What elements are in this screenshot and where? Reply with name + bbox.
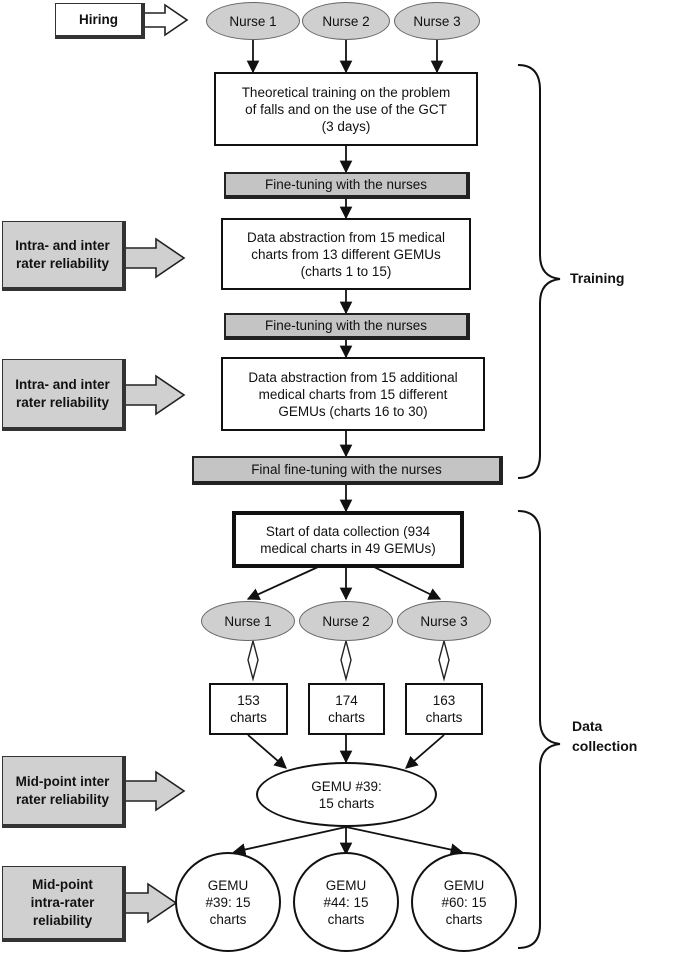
reliability-label-1: Intra- and inter rater reliability (2, 221, 126, 291)
training-phase-label: Training (570, 270, 625, 286)
hiring-label: Hiring (79, 12, 118, 27)
arrow-gemu39-to-final1 (232, 826, 347, 856)
diamond-arrow-1 (247, 638, 259, 682)
final-gemu-1-text: GEMU #39: 15 charts (205, 877, 251, 927)
arrow-charts3-to-gemu39 (405, 734, 445, 769)
top-nurse-1-label: Nurse 1 (229, 13, 277, 29)
hollow-arrow-midpoint-intra (123, 882, 178, 924)
arrow-charts1-to-gemu39 (247, 734, 287, 769)
fine-tuning-2-text: Fine-tuning with the nurses (264, 318, 428, 333)
data-collection-brace (517, 510, 561, 949)
final-gemu-circle-1: GEMU #39: 15 charts (175, 852, 281, 952)
data-abstraction-box-2: Data abstraction from 15 additional medi… (221, 357, 485, 431)
reliability-label-2: Intra- and inter rater reliability (2, 359, 126, 431)
bottom-nurse-1: Nurse 1 (201, 601, 295, 641)
data-collection-phase-label: Data collection (572, 718, 638, 754)
fine-tuning-bar-2: Fine-tuning with the nurses (224, 313, 470, 340)
bottom-nurse-3: Nurse 3 (397, 601, 491, 641)
start-data-collection-text: Start of data collection (934 medical ch… (260, 523, 436, 556)
charts-count-1-text: 153 charts (230, 693, 267, 725)
charts-count-box-3: 163 charts (405, 683, 483, 735)
fine-tuning-bar-1: Fine-tuning with the nurses (224, 172, 470, 199)
bottom-nurse-3-label: Nurse 3 (420, 613, 468, 629)
data-abstraction-2-text: Data abstraction from 15 additional medi… (248, 369, 458, 419)
fine-tuning-1-text: Fine-tuning with the nurses (264, 177, 428, 192)
top-nurse-3-label: Nurse 3 (413, 13, 461, 29)
charts-count-2-text: 174 charts (328, 693, 365, 725)
bottom-nurse-2: Nurse 2 (299, 601, 393, 641)
arrow-gemu39-to-final3 (345, 826, 464, 856)
hollow-arrow-reliability-2 (123, 374, 186, 416)
midpoint-intra-text: Mid-point intra-rater reliability (30, 876, 95, 928)
charts-count-box-1: 153 charts (209, 683, 288, 735)
gemu-39-text: GEMU #39: 15 charts (311, 778, 382, 811)
top-nurse-1: Nurse 1 (206, 2, 300, 40)
theoretical-training-box: Theoretical training on the problem of f… (214, 72, 478, 146)
arrow-start-to-nurse1 (246, 566, 319, 601)
data-abstraction-box-1: Data abstraction from 15 medical charts … (221, 218, 471, 290)
top-nurse-3: Nurse 3 (394, 2, 480, 40)
diamond-arrow-2 (340, 638, 352, 682)
final-gemu-2-text: GEMU #44: 15 charts (323, 877, 369, 927)
gemu-39-oval: GEMU #39: 15 charts (256, 762, 437, 827)
theoretical-training-text: Theoretical training on the problem of f… (241, 84, 451, 134)
charts-count-3-text: 163 charts (425, 693, 463, 725)
hiring-box: Hiring (55, 3, 145, 39)
start-data-collection-box: Start of data collection (934 medical ch… (232, 511, 464, 568)
final-fine-tuning-text: Final fine-tuning with the nurses (251, 462, 442, 477)
top-nurse-2-label: Nurse 2 (322, 13, 370, 29)
arrow-start-to-nurse3 (373, 566, 442, 600)
diamond-arrow-3 (438, 638, 450, 682)
reliability-2-text: Intra- and inter rater reliability (15, 376, 110, 410)
bottom-nurse-1-label: Nurse 1 (224, 613, 272, 629)
bottom-nurse-2-label: Nurse 2 (322, 613, 370, 629)
reliability-1-text: Intra- and inter rater reliability (15, 237, 110, 271)
final-gemu-3-text: GEMU #60: 15 charts (441, 877, 487, 927)
final-fine-tuning-bar: Final fine-tuning with the nurses (192, 456, 503, 485)
final-gemu-circle-2: GEMU #44: 15 charts (293, 852, 399, 952)
charts-count-box-2: 174 charts (308, 683, 385, 735)
midpoint-inter-text: Mid-point inter rater reliability (15, 773, 110, 807)
hollow-arrow-midpoint-inter (123, 770, 186, 812)
top-nurse-2: Nurse 2 (302, 2, 390, 40)
final-gemu-circle-3: GEMU #60: 15 charts (411, 852, 517, 952)
midpoint-inter-label: Mid-point inter rater reliability (2, 756, 126, 828)
hollow-arrow-hiring (142, 3, 189, 37)
midpoint-intra-label: Mid-point intra-rater reliability (2, 866, 126, 942)
training-brace (517, 64, 561, 479)
data-abstraction-1-text: Data abstraction from 15 medical charts … (246, 229, 446, 279)
hollow-arrow-reliability-1 (123, 237, 186, 279)
